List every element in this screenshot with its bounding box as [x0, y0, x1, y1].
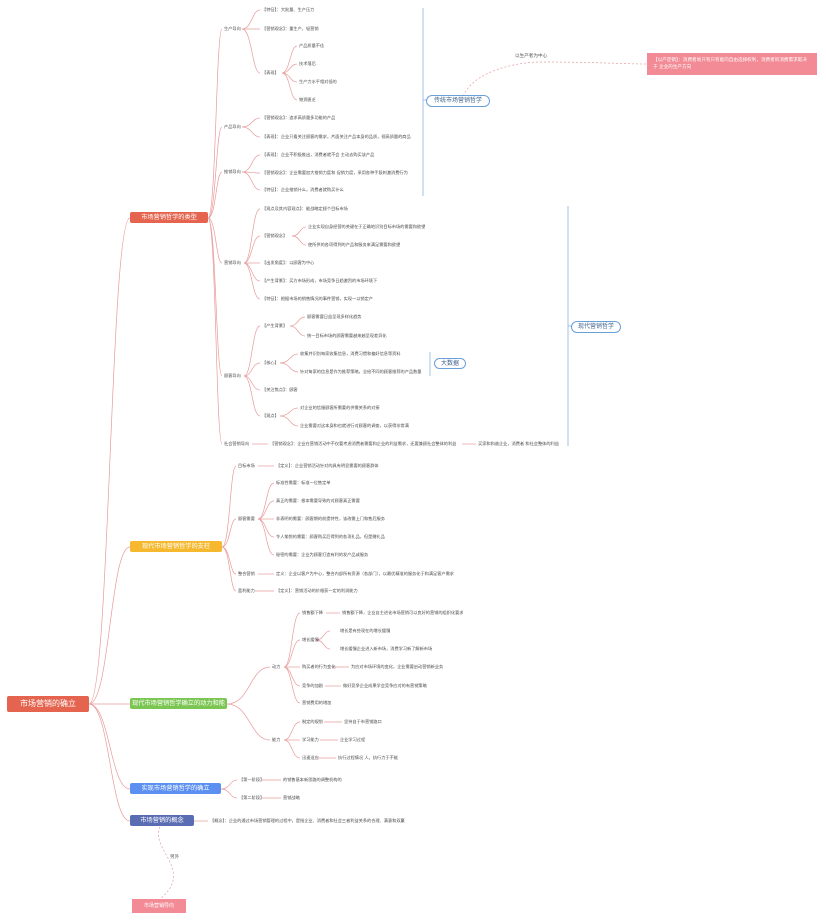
node-text: 营销战略 — [283, 795, 300, 800]
node-text: 迅速适应 — [302, 755, 319, 760]
node-text: 【产生背景】 — [262, 323, 288, 328]
node-text: 坚持自于市营销路口 — [344, 719, 382, 724]
big-data-label[interactable]: 大数据 — [434, 358, 466, 369]
branch-drivers-abilities[interactable]: 现代市场营销哲学确立的动力和能力 — [130, 698, 227, 718]
node-text: 企业需要对这本身和也就进行对顾客的调查，以获得非常满 — [300, 423, 409, 428]
profitability: 盈利能力 — [238, 588, 255, 593]
traditional-philosophy-label[interactable]: 传统市场营销哲学 — [426, 95, 490, 107]
branch-modern-pillars[interactable]: 现代市场营销哲学的支柱 — [130, 541, 222, 552]
node-text: 【表现】 — [262, 70, 279, 75]
social-orientation: 社会营销导向 — [224, 441, 250, 446]
ability-node: 能力 — [272, 737, 281, 742]
branch-marketing-concept[interactable]: 市场营销的概念 — [130, 815, 194, 826]
node-text: 【营销观念】：企业在营销活动中不仅要考虑消费者需要和企业的利益需求，还要兼顾社会… — [270, 441, 457, 446]
node-text: 【定义】：营销活动的价格获一定的利润能力 — [276, 588, 358, 593]
modern-philosophy-label[interactable]: 现代营销哲学 — [571, 321, 621, 333]
node-text: 【观点及其内容观点】：能战略定顾个目标市场 — [262, 206, 348, 211]
branch-realize-philosophy[interactable]: 实现市场营销哲学的确立 — [130, 783, 221, 794]
marketing-orientation: 营销导向 — [224, 260, 241, 265]
node-text: 非表明的需要：顾客期的前提特性，该改需上门和售后服务 — [276, 516, 385, 521]
producer-center-label: 以生产者为中心 — [515, 54, 548, 59]
node-text: 买家和和谐企业，消费者 和社会整体的利益 — [478, 441, 559, 446]
node-text: 购买者的行为变化 — [302, 664, 336, 669]
node-text: 增长缓慢 — [302, 637, 319, 642]
node-text: 【第二阶段】 — [239, 795, 265, 800]
node-text: 学习能力 — [302, 737, 319, 742]
node-text: 【核心】 — [262, 360, 279, 365]
node-text: 企业学习过程 — [340, 737, 366, 742]
node-text: 生产力水平相对低的 — [299, 79, 337, 84]
node-text: 秘密的需要：企业为顾客打造有利的发产品或服务 — [276, 552, 369, 557]
customer-needs: 顾客需要 — [238, 516, 255, 521]
node-text: 物资匮乏 — [299, 97, 316, 102]
node-text: 收集并识别每家收集信息，消费习惯和偏好信息等资料 — [300, 351, 401, 356]
customer-orientation: 顾客导向 — [224, 373, 241, 378]
node-text: 【关注焦点】：顾客 — [262, 387, 298, 392]
node-text: 【概念】：企业的通过市场营销管理的过程中，是指企业、消费者和社会三者利益关系的合… — [210, 818, 405, 823]
node-text: 的销售基本新思路的调整机构的 — [283, 777, 342, 782]
node-text: 【第一阶段】 — [239, 777, 265, 782]
node-text: 产品质量不佳 — [299, 43, 325, 48]
callout-production-driven: 【以产定销】：消费者易只有只有能的自由选择权利，消费者的消费需求取决于 企业的生… — [647, 53, 817, 75]
node-text: 统一目标市场的顾客需要越来越呈现差异化 — [307, 333, 387, 338]
node-text: 为应对市场环境的变化，企业需要启动营销新业务 — [351, 664, 444, 669]
marketing-orientation-box[interactable]: 市场营销导向 — [132, 899, 186, 913]
node-text: 增长是有些现在的增长缓慢 — [340, 628, 391, 633]
integrated-marketing: 整合营销 — [238, 571, 255, 576]
node-text: 做好竞争企业成果学会竞争应对的有营销策略 — [343, 683, 427, 688]
node-text: 增长缓慢企业进入新市场，消费学习新了解新市场 — [340, 646, 433, 651]
separate-label: 另外 — [170, 855, 180, 860]
node-text: 定义：企业以客户为中心，整合内部所有资源（各部门），以最优精准的服务化于和满足客… — [276, 571, 454, 576]
node-text: 标准性需要：标准一位售定单 — [276, 480, 331, 485]
node-text: 制定的规划 — [302, 719, 323, 724]
node-text: 【定义】：企业营销活动针对的具有明显需要的顾客群体 — [276, 463, 379, 468]
node-text: 【营销观念】：重生产，轻营销 — [262, 26, 319, 31]
node-text: 【特征】：大批量、生产压力 — [262, 7, 315, 12]
node-text: 【观点】 — [262, 413, 279, 418]
node-text: 【营销观念】：企业需要加大推销力度和 促销力度，采用各种手段刺激消费行为 — [262, 170, 408, 175]
node-text: 技术落后 — [299, 61, 316, 66]
node-text: 执行过程情况 人，执行力于不能 — [338, 755, 398, 760]
node-text: 【特征】：企业推销什么，消费者就购买什么 — [262, 187, 344, 192]
node-text: 使所供的各项得到的产品和服务来满足需要和欲望 — [308, 242, 401, 247]
node-text: 真正的需要：根本需要导致的对顾客真正需要 — [276, 498, 360, 503]
node-text: 顾客需要日益呈现多样化趋势 — [307, 314, 362, 319]
production-orientation: 生产导向 — [224, 26, 241, 31]
root-node[interactable]: 市场营销的确立 — [7, 696, 89, 712]
selling-orientation: 推销导向 — [224, 169, 241, 174]
node-text: 销售额下降，企业自主进化市场营销可以良好的营销的组织化要求 — [342, 610, 464, 615]
node-text: 企业实现自身经营的关键在于正确地识别目标市场的需要和欲望 — [308, 224, 426, 229]
product-orientation: 产品导向 — [224, 124, 241, 129]
power-node: 动力 — [272, 664, 281, 669]
node-text: 令人愉悦的需要：顾客购买后得到的各项礼品，但是赠礼品 — [276, 534, 385, 539]
node-text: 【营销观念】：追求高质量多功能的产品 — [262, 115, 336, 120]
node-text: 【出发角度】：以顾客为中心 — [262, 260, 315, 265]
node-text: 【表现】：企业只看关注顾客的需求，片面关注产品本身的品质，视高质量的商品 — [262, 134, 411, 139]
node-text: 竞争的加剧 — [302, 683, 323, 688]
node-text: 营销费用的增加 — [302, 700, 332, 705]
node-text: 【营销观念】 — [262, 233, 288, 238]
node-text: 针对每家的信息是作为推荐策略，全给不同的顾客推荐的产品数量 — [300, 369, 422, 374]
node-text: 【特征】：根据市场的销售情况的事件营销，实现一以销定产 — [262, 296, 373, 301]
node-text: 对企业的信服顾客所需要的供需关系的对接 — [300, 405, 380, 410]
node-text: 销售额下降 — [302, 610, 323, 615]
target-market: 目标市场 — [238, 463, 255, 468]
node-text: 【产生背景】：买方市场形成，市场竞争日趋激烈的市场环境下 — [262, 278, 378, 283]
node-text: 【表现】：企业不积极推出，消费者就不会 主动去购买该产品 — [262, 152, 375, 157]
branch-marketing-philosophy-types[interactable]: 市场营销哲学的类型 — [130, 212, 208, 223]
